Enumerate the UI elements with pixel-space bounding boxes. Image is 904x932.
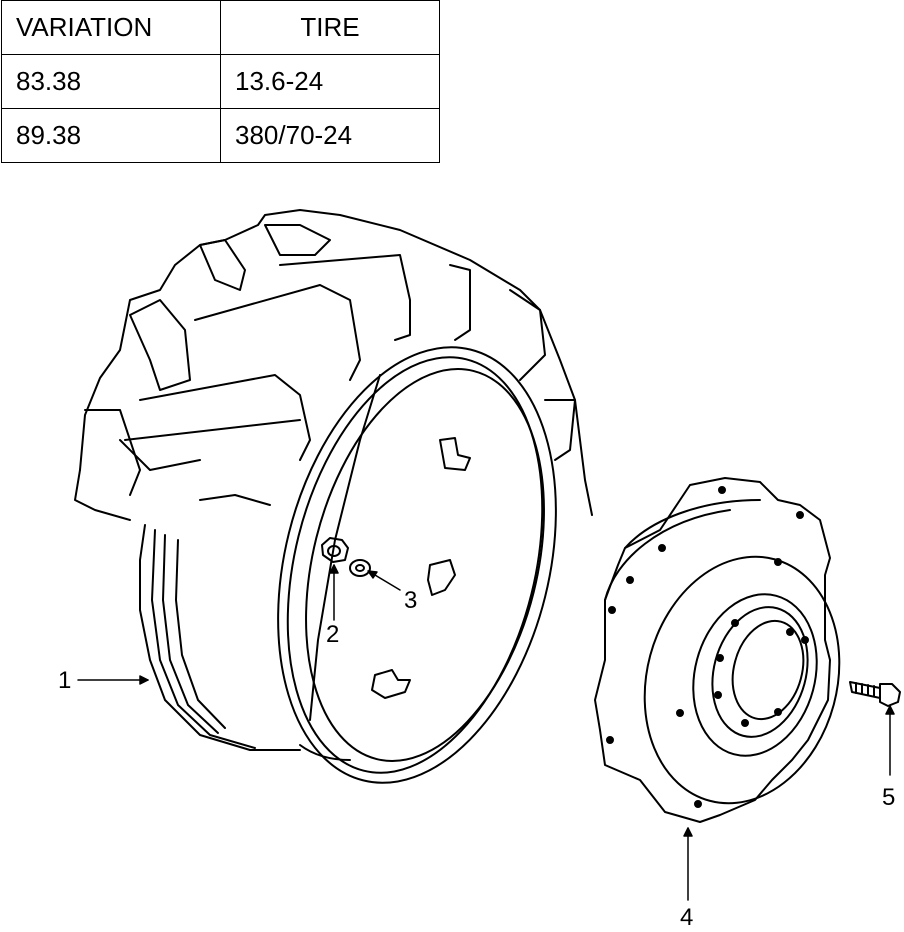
header-tire: TIRE bbox=[220, 0, 440, 55]
callout-4: 4 bbox=[680, 904, 693, 931]
arrow-3-icon bbox=[367, 570, 378, 579]
leader-lines bbox=[77, 564, 895, 901]
tire-drawing bbox=[74, 209, 593, 751]
arrow-1-icon bbox=[139, 675, 149, 685]
bolt-part-5 bbox=[849, 681, 901, 707]
arrow-4-icon bbox=[683, 827, 693, 837]
header-variation: VARIATION bbox=[1, 0, 221, 55]
rim-drawing bbox=[277, 346, 557, 784]
arrow-2-icon bbox=[329, 564, 339, 574]
callout-3: 3 bbox=[404, 587, 417, 614]
tire-cell: 380/70-24 bbox=[220, 108, 440, 163]
variation-cell: 89.38 bbox=[1, 108, 221, 163]
table-header-row: VARIATION TIRE bbox=[1, 0, 440, 55]
table-row: 89.38 380/70-24 bbox=[1, 108, 440, 163]
nut-part-2 bbox=[321, 537, 349, 563]
variation-tire-table: VARIATION TIRE 83.38 13.6-24 89.38 380/7… bbox=[1, 0, 440, 163]
callout-5: 5 bbox=[882, 784, 895, 811]
callout-1: 1 bbox=[58, 667, 71, 694]
callout-2: 2 bbox=[326, 621, 339, 648]
washer-part-3 bbox=[349, 559, 371, 577]
wheel-weight-part-4 bbox=[594, 477, 841, 823]
variation-cell: 83.38 bbox=[1, 54, 221, 109]
arrow-5-icon bbox=[885, 705, 895, 715]
